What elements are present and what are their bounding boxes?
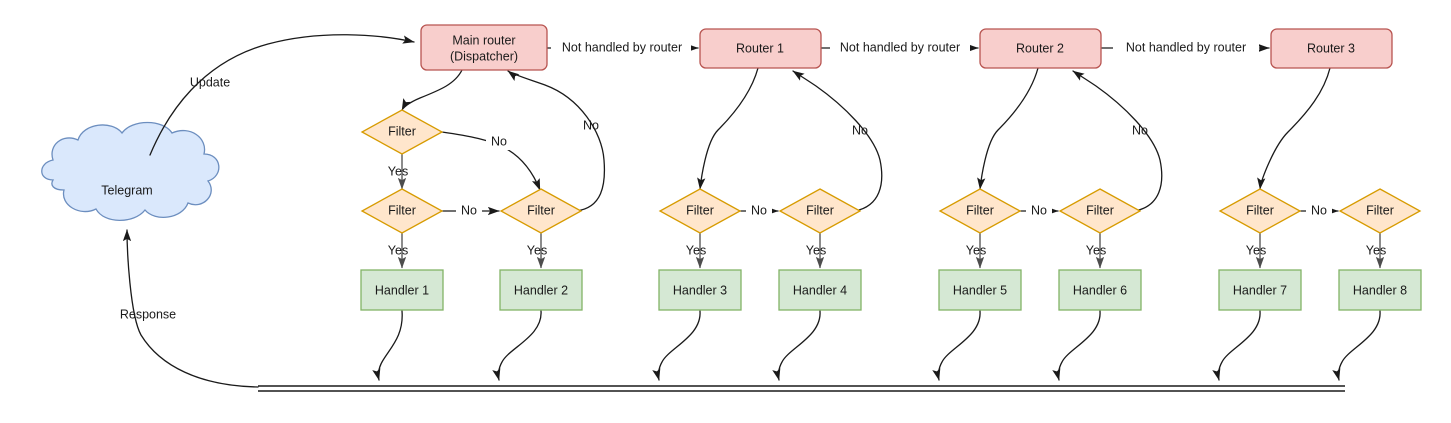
handler-6-box — [1058, 269, 1142, 311]
filter-1-shape — [360, 188, 444, 234]
handler-3-box — [658, 269, 742, 311]
edge-label-yes-7: Yes — [1366, 243, 1386, 257]
edge-main-to-router1: Not handled by router — [546, 39, 699, 56]
edge-label-yes-b: Yes — [527, 243, 547, 257]
node-handler-1[interactable]: Handler 1 — [360, 269, 444, 311]
filter-a-shape — [360, 109, 444, 155]
edge-label-yes-3: Yes — [806, 243, 826, 257]
router-3-box — [1270, 28, 1393, 69]
node-filter-4[interactable]: Filter — [938, 188, 1022, 234]
handler-8-box — [1338, 269, 1422, 311]
edge-label-yes-2: Yes — [686, 243, 706, 257]
node-handler-5[interactable]: Handler 5 — [938, 269, 1022, 311]
edge-router2-to-router3: Not handled by router — [1101, 39, 1270, 56]
edge-router2-to-filter4 — [977, 67, 1039, 190]
response-bus — [258, 385, 1345, 392]
edge-filter2-yes: Yes — [686, 233, 706, 269]
node-filter-3[interactable]: Filter — [778, 188, 862, 234]
edge-label-no-b: No — [583, 118, 599, 132]
node-handler-8[interactable]: Handler 8 — [1338, 269, 1422, 311]
filter-6-shape — [1218, 188, 1302, 234]
handler-5-box — [938, 269, 1022, 311]
edge-handler3-to-bus — [652, 310, 701, 381]
edge-label-yes-5: Yes — [1086, 243, 1106, 257]
node-router-2[interactable]: Router 2 — [979, 28, 1102, 69]
node-filter-b[interactable]: Filter — [499, 188, 583, 234]
router-1-box — [699, 28, 822, 69]
edge-router3-to-filter6 — [1257, 67, 1331, 190]
cloud-shape — [41, 121, 220, 221]
edge-filter-b-yes: Yes — [527, 233, 547, 269]
edge-label-update: Update — [190, 75, 230, 89]
edge-filter-a-no-to-filter-b: No — [441, 131, 541, 191]
node-filter-7[interactable]: Filter — [1338, 188, 1422, 234]
edge-handler8-to-bus — [1332, 310, 1381, 381]
node-filter-2[interactable]: Filter — [658, 188, 742, 234]
filter-5-shape — [1058, 188, 1142, 234]
node-filter-6[interactable]: Filter — [1218, 188, 1302, 234]
edge-router1-to-filter2 — [697, 67, 759, 190]
edge-filter6-yes: Yes — [1246, 233, 1266, 269]
node-handler-7[interactable]: Handler 7 — [1218, 269, 1302, 311]
edge-main-to-filter-a — [401, 69, 463, 111]
telegram-cloud[interactable]: Telegram — [41, 121, 220, 221]
edge-filter3-yes: Yes — [806, 233, 826, 269]
edge-filter7-yes: Yes — [1366, 233, 1386, 269]
main-router-box — [420, 24, 548, 71]
edge-filter-a-yes: Yes — [388, 154, 408, 190]
edge-filter2-no: No — [739, 203, 779, 219]
handler-4-box — [778, 269, 862, 311]
edge-label-yes-6: Yes — [1246, 243, 1266, 257]
node-handler-6[interactable]: Handler 6 — [1058, 269, 1142, 311]
edge-handler1-to-bus — [372, 310, 403, 381]
node-router-1[interactable]: Router 1 — [699, 28, 822, 69]
edge-filter5-yes: Yes — [1086, 233, 1106, 269]
filter-b-shape — [499, 188, 583, 234]
handler-7-box — [1218, 269, 1302, 311]
edge-handler6-to-bus — [1052, 310, 1101, 381]
edge-label-yes-1: Yes — [388, 243, 408, 257]
edge-filter-b-no-to-main: No — [507, 70, 606, 212]
node-filter-1[interactable]: Filter — [360, 188, 444, 234]
node-handler-2[interactable]: Handler 2 — [499, 269, 583, 311]
node-router-3[interactable]: Router 3 — [1270, 28, 1393, 69]
edge-response: Response — [120, 229, 259, 388]
edge-handler2-to-bus — [492, 310, 542, 381]
edge-filter6-no: No — [1299, 203, 1339, 219]
node-main-router[interactable]: Main router (Dispatcher) — [420, 24, 548, 71]
edge-filter1-no: No — [441, 203, 500, 219]
filter-4-shape — [938, 188, 1022, 234]
edge-filter4-yes: Yes — [966, 233, 986, 269]
edge-filter4-no: No — [1019, 203, 1059, 219]
handler-1-box — [360, 269, 444, 311]
filter-7-shape — [1338, 188, 1422, 234]
filter-3-shape — [778, 188, 862, 234]
router-2-box — [979, 28, 1102, 69]
node-handler-4[interactable]: Handler 4 — [778, 269, 862, 311]
edge-handler7-to-bus — [1212, 310, 1261, 381]
edge-handler4-to-bus — [772, 310, 821, 381]
edge-handler5-to-bus — [932, 310, 981, 381]
filter-2-shape — [658, 188, 742, 234]
node-handler-3[interactable]: Handler 3 — [658, 269, 742, 311]
edge-filter1-yes: Yes — [388, 233, 408, 269]
edge-label-response: Response — [120, 307, 176, 321]
node-filter-5[interactable]: Filter — [1058, 188, 1142, 234]
handler-2-box — [499, 269, 583, 311]
edge-label-yes-a: Yes — [388, 164, 408, 178]
edge-filter3-no-to-router1: No — [792, 70, 883, 212]
edge-filter5-no-to-router2: No — [1072, 70, 1163, 212]
edge-router1-to-router2: Not handled by router — [820, 39, 979, 56]
node-filter-a[interactable]: Filter — [360, 109, 444, 155]
edge-label-yes-4: Yes — [966, 243, 986, 257]
